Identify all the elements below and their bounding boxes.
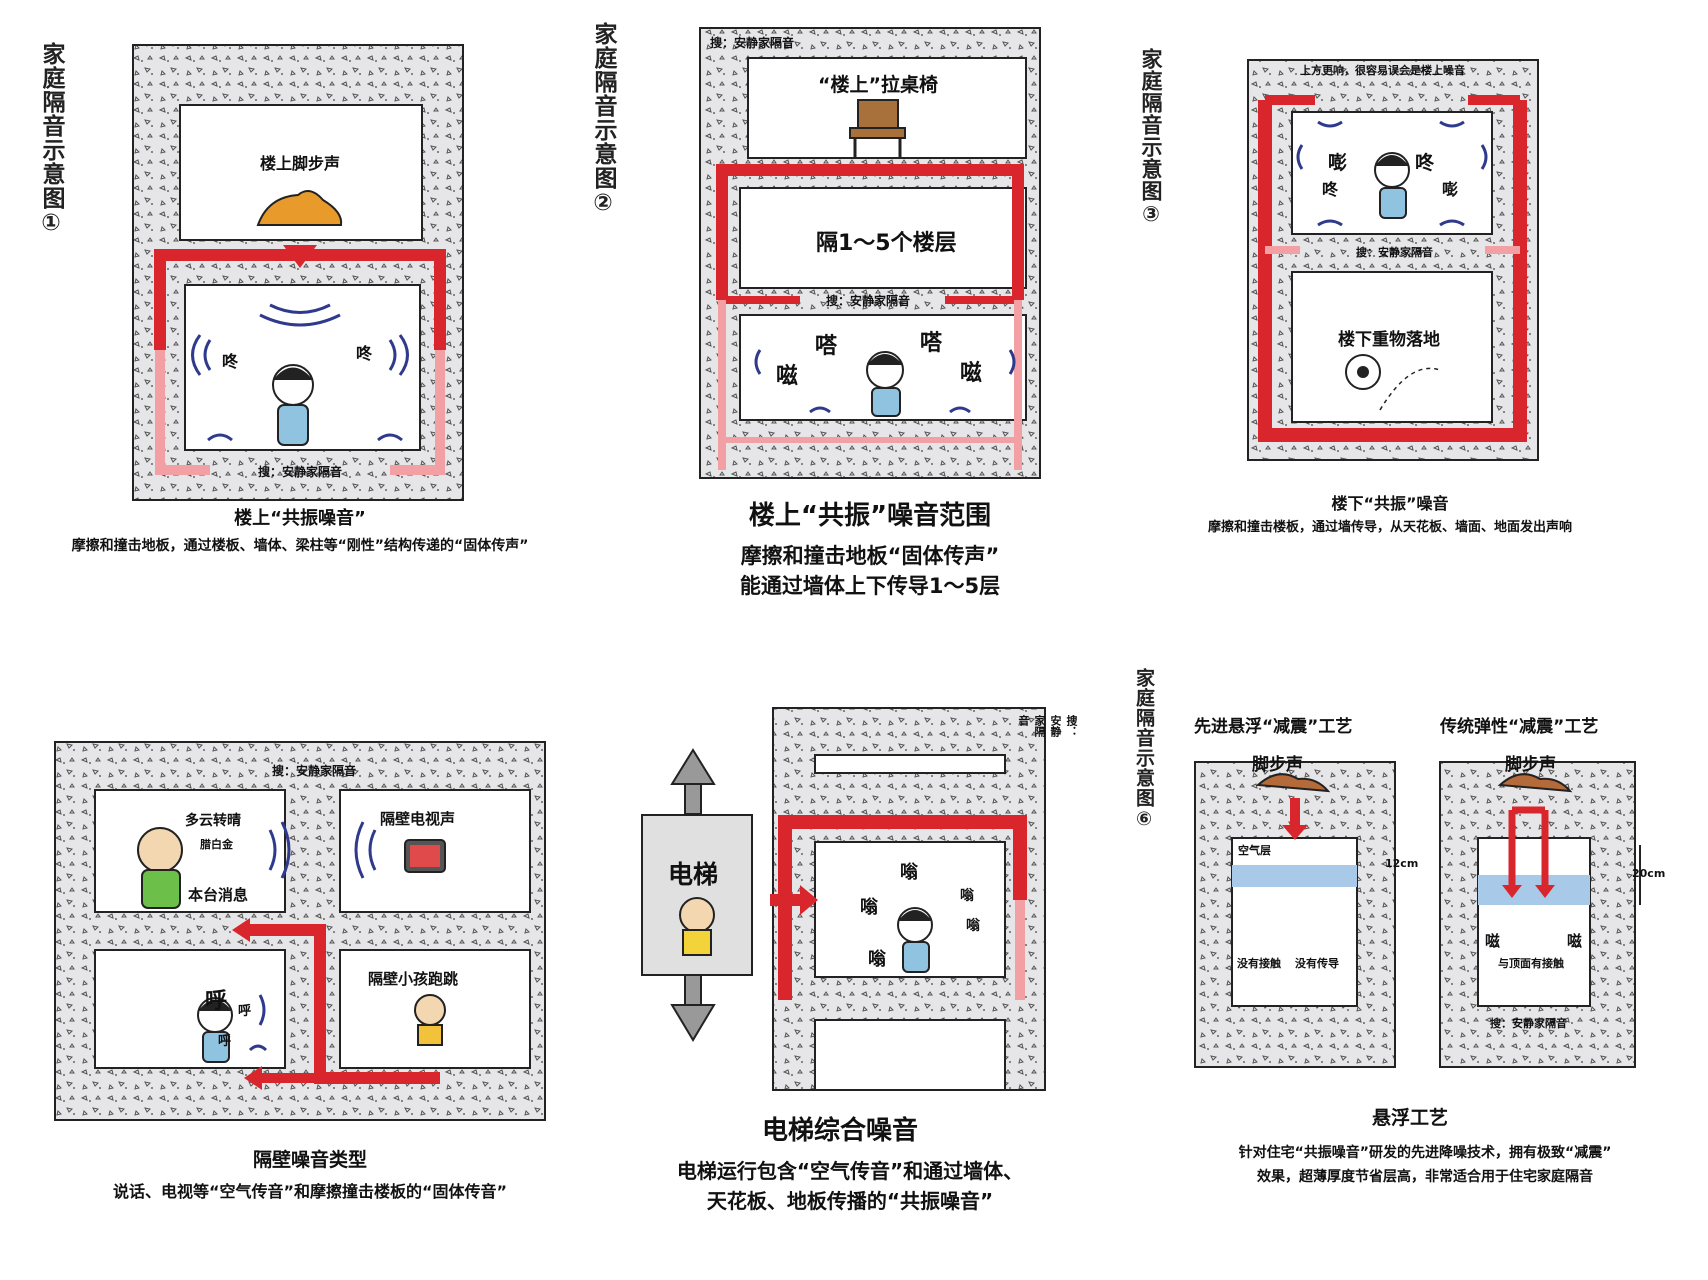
panel4-onom-2: 呼 — [238, 1004, 252, 1019]
panel2-caption-title: 楼上“共振”噪音范围 — [748, 501, 992, 531]
panel6-air-layer: 空气层 — [1238, 844, 1271, 857]
panel3-caption-title: 楼下“共振”噪音 — [1331, 494, 1449, 513]
panel2-mid-room-label: 隔1～5个楼层 — [816, 231, 957, 256]
panel5-building — [641, 707, 1046, 1091]
panel6-onom-2: 嗞 — [1567, 932, 1583, 950]
panel1-caption-title: 楼上“共振噪音” — [234, 508, 366, 529]
panel6-caption-desc-2: 效果，超薄厚度节省层高，非常适合用于住宅家庭隔音 — [1257, 1169, 1593, 1185]
panel5-caption-desc-1: 电梯运行包含“空气传音”和通过墙体、 — [676, 1159, 1024, 1183]
panel6-left-height: 12cm — [1385, 857, 1419, 870]
panel4-tv-text-2: 腊白金 — [200, 838, 233, 851]
panel4-caption-desc: 说话、电视等“空气传音”和摩擦撞击楼板的“固体传音” — [112, 1182, 508, 1201]
panel2-onom-4: 嗞 — [960, 361, 983, 386]
panel5-onom-4: 嗡 — [966, 918, 980, 934]
panel6-right-title: 传统弹性“减震”工艺 — [1440, 717, 1599, 737]
panel3-onom-2: 咚 — [1322, 180, 1339, 199]
panel1-upper-room-label: 楼上脚步声 — [260, 154, 341, 173]
panel6-right-footstep: 脚步声 — [1505, 755, 1556, 775]
panel1-building — [132, 44, 464, 501]
panel5-watermark: 搜：安静家隔音 — [1017, 715, 1078, 737]
panel5-onom-2: 嗡 — [860, 897, 878, 918]
panel3-onom-1: 嘭 — [1328, 152, 1348, 174]
panel6-no-contact: 没有接触 — [1237, 957, 1281, 970]
panel6-no-transfer: 没有传导 — [1295, 957, 1339, 970]
panel2-caption-desc-2: 能通过墙体上下传导1～5层 — [739, 574, 1001, 598]
panel1-onom-1: 咚 — [222, 352, 239, 371]
panel5-onom-3: 嗡 — [960, 888, 974, 904]
panel4-kid-room-label: 隔壁小孩跑跳 — [368, 970, 459, 988]
panel1-vertical-title: 家庭隔音示意图① — [38, 42, 64, 237]
panel1-onom-2: 咚 — [356, 344, 373, 363]
panel4-tv-text-1: 多云转晴 — [185, 813, 241, 829]
panel5-caption-desc-2: 天花板、地板传播的“共振噪音” — [706, 1189, 994, 1213]
panel6-watermark: 搜：安静家隔音 — [1490, 1017, 1567, 1030]
panel4-watermark-top: 搜：安静家隔音 — [272, 764, 357, 778]
panel5-elevator-label: 电梯 — [668, 860, 719, 889]
panel4-building — [54, 741, 546, 1121]
panel3-watermark: 搜：安静家隔音 — [1356, 246, 1433, 259]
panel6-vertical-title: 家庭隔音示意图⑥ — [1133, 668, 1155, 831]
panel6-onom-1: 嗞 — [1485, 932, 1501, 950]
panel6-left-title: 先进悬浮“减震”工艺 — [1194, 717, 1353, 737]
panel3-caption-desc: 摩擦和撞击楼板，通过墙传导，从天花板、墙面、地面发出声响 — [1207, 520, 1572, 535]
panel2-building — [699, 27, 1041, 479]
panel2-watermark-mid: 搜：安静家隔音 — [826, 294, 911, 308]
panel3-building — [1247, 59, 1539, 461]
panel2-onom-3: 嗞 — [776, 364, 799, 389]
panel2-onom-1: 嗒 — [815, 334, 838, 359]
panel6-right-height: 20cm — [1632, 867, 1666, 880]
panel2-watermark-top: 搜：安静家隔音 — [710, 36, 795, 50]
panel4-onom-1: 呼 — [205, 989, 228, 1014]
panel2-onom-2: 嗒 — [920, 331, 943, 356]
panel3-onom-4: 嘭 — [1442, 180, 1459, 199]
panel6-left-footstep: 脚步声 — [1252, 755, 1303, 775]
panel4-caption-title: 隔壁噪音类型 — [252, 1149, 367, 1171]
panel2-vertical-title: 家庭隔音示意图② — [590, 22, 616, 217]
panel3-lower-room-label: 楼下重物落地 — [1338, 330, 1440, 350]
panel4-onom-3: 呼 — [218, 1034, 232, 1049]
panel3-vertical-title: 家庭隔音示意图③ — [1139, 48, 1163, 227]
panel6-has-contact: 与顶面有接触 — [1498, 957, 1564, 970]
panel6-building — [1194, 761, 1641, 1068]
panel5-caption-title: 电梯综合噪音 — [761, 1116, 918, 1146]
panel5-onom-5: 嗡 — [868, 949, 886, 970]
panel2-caption-desc-1: 摩擦和撞击地板“固体传声” — [740, 544, 1000, 568]
panel5-onom-1: 嗡 — [900, 862, 918, 883]
panel6-caption-desc-1: 针对住宅“共振噪音”研发的先进降噪技术，拥有极致“减震” — [1238, 1145, 1612, 1161]
panel1-watermark: 搜：安静家隔音 — [258, 465, 343, 479]
panel3-top-note: 上方更响，很容易误会是楼上噪音 — [1300, 64, 1465, 77]
panel4-tv-text-3: 本台消息 — [188, 886, 249, 904]
panel6-caption-title: 悬浮工艺 — [1371, 1107, 1448, 1129]
panel2-top-room-label: “楼上”拉桌椅 — [818, 74, 938, 96]
panel3-onom-3: 咚 — [1415, 152, 1435, 174]
panel4-tv-room-label: 隔壁电视声 — [380, 810, 456, 828]
panel1-caption-desc: 摩擦和撞击地板，通过楼板、墙体、梁柱等“刚性”结构传递的“固体传声” — [71, 538, 529, 554]
